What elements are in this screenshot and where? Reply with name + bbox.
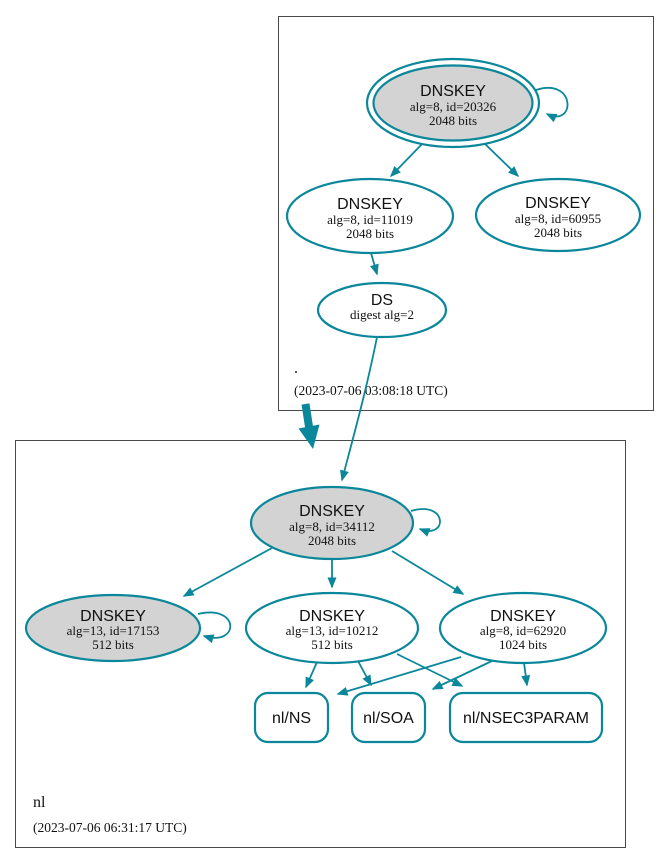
edge-root-to-nl-delegation-arrowhead (298, 424, 320, 449)
node-root-ds-title: DS (371, 292, 393, 309)
node-rrset-nl-soa-label: nl/SOA (363, 710, 414, 727)
node-root-dnskey-20326-alg: alg=8, id=20326 (410, 99, 497, 114)
edge-key-17153-self-loop (197, 611, 232, 644)
edge-key-62920-to-nsec3param (521, 662, 531, 687)
edge-root-to-nl-delegation-shaft (301, 403, 314, 431)
node-root-dnskey-11019-ellipse (285, 177, 455, 255)
node-nl-dnskey-34112-alg: alg=8, id=34112 (289, 519, 375, 534)
node-nl-dnskey-17153-title: DNSKEY (80, 608, 146, 625)
node-root-dnskey-60955-title: DNSKEY (525, 195, 591, 212)
edge-nl-ksk-to-key-62920 (391, 550, 465, 595)
edge-nl-ksk-self-loop (410, 508, 441, 537)
node-root-dnskey-11019-alg: alg=8, id=11019 (327, 212, 413, 227)
node-rrset-nl-ns[interactable]: nl/NS (253, 691, 330, 744)
node-root-dnskey-20326[interactable]: DNSKEY alg=8, id=20326 2048 bits (365, 57, 541, 149)
node-nl-dnskey-10212-alg: alg=13, id=10212 (286, 623, 379, 638)
node-root-dnskey-11019-title: DNSKEY (337, 196, 403, 213)
node-nl-dnskey-17153-alg: alg=13, id=17153 (67, 623, 160, 638)
edge-key-62920-to-ns (336, 656, 462, 696)
zone-nl: DNSKEY alg=8, id=34112 2048 bits DNSKEY … (15, 440, 626, 848)
node-nl-dnskey-10212-ellipse (244, 591, 420, 665)
edge-zsk-11019-to-ds (370, 252, 379, 276)
node-rrset-nl-ns-box (253, 691, 330, 744)
node-root-dnskey-20326-inner-ring (372, 64, 534, 142)
zone-root-timestamp: (2023-07-06 03:08:18 UTC) (294, 383, 448, 398)
node-rrset-nl-nsec3param-box (448, 691, 604, 744)
node-root-dnskey-60955-bits: 2048 bits (534, 225, 582, 240)
node-rrset-nl-ns-label: nl/NS (272, 710, 311, 727)
edge-root-ksk-self-loop (535, 87, 569, 123)
node-nl-dnskey-62920-alg: alg=8, id=62920 (480, 623, 566, 638)
zone-root: DNSKEY alg=8, id=20326 2048 bits DNSKEY … (278, 16, 654, 411)
node-nl-dnskey-34112-ellipse (249, 485, 415, 561)
node-root-dnskey-11019-bits: 2048 bits (346, 226, 394, 241)
edge-root-ksk-to-zsk-60955 (482, 141, 520, 178)
node-nl-dnskey-62920[interactable]: DNSKEY alg=8, id=62920 1024 bits (438, 591, 608, 665)
node-root-ds-ellipse (316, 281, 448, 339)
node-nl-dnskey-10212[interactable]: DNSKEY alg=13, id=10212 512 bits (244, 591, 420, 665)
node-nl-dnskey-17153-bits: 512 bits (92, 637, 134, 652)
node-nl-dnskey-17153[interactable]: DNSKEY alg=13, id=17153 512 bits (24, 593, 202, 663)
node-root-dnskey-20326-bits: 2048 bits (429, 113, 477, 128)
node-nl-dnskey-17153-ellipse (24, 593, 202, 663)
node-nl-dnskey-62920-ellipse (438, 591, 608, 665)
edge-nl-ksk-to-key-17153 (182, 547, 273, 597)
zone-root-label: . (294, 360, 298, 377)
node-nl-dnskey-62920-title: DNSKEY (490, 608, 556, 625)
edge-key-10212-to-soa (357, 660, 372, 687)
node-nl-dnskey-10212-bits: 512 bits (311, 637, 353, 652)
node-root-ds-digest: digest alg=2 (350, 307, 414, 322)
node-nl-dnskey-34112-bits: 2048 bits (308, 533, 356, 548)
node-root-dnskey-60955[interactable]: DNSKEY alg=8, id=60955 2048 bits (474, 177, 642, 253)
node-nl-dnskey-34112[interactable]: DNSKEY alg=8, id=34112 2048 bits (249, 485, 415, 561)
node-root-dnskey-60955-ellipse (474, 177, 642, 253)
node-root-dnskey-60955-alg: alg=8, id=60955 (515, 211, 601, 226)
node-rrset-nl-soa-box (350, 691, 427, 744)
edge-key-62920-to-soa (431, 659, 495, 690)
edge-key-10212-to-ns (305, 661, 318, 689)
edge-root-to-nl-delegation (298, 403, 320, 449)
node-root-ds[interactable]: DS digest alg=2 (316, 281, 448, 339)
node-rrset-nl-soa[interactable]: nl/SOA (350, 691, 427, 744)
node-root-dnskey-20326-title: DNSKEY (420, 83, 486, 100)
node-rrset-nl-nsec3param[interactable]: nl/NSEC3PARAM (448, 691, 604, 744)
edge-ds-to-nl-ksk (340, 336, 378, 482)
node-root-dnskey-11019[interactable]: DNSKEY alg=8, id=11019 2048 bits (285, 177, 455, 255)
node-nl-dnskey-10212-title: DNSKEY (299, 608, 365, 625)
zone-nl-timestamp: (2023-07-06 06:31:17 UTC) (33, 820, 187, 835)
node-nl-dnskey-34112-title: DNSKEY (299, 503, 365, 520)
node-nl-dnskey-62920-bits: 1024 bits (499, 637, 547, 652)
node-rrset-nl-nsec3param-label: nl/NSEC3PARAM (463, 710, 589, 727)
edge-root-ksk-to-zsk-11019 (389, 141, 425, 178)
zone-nl-label: nl (33, 794, 46, 811)
